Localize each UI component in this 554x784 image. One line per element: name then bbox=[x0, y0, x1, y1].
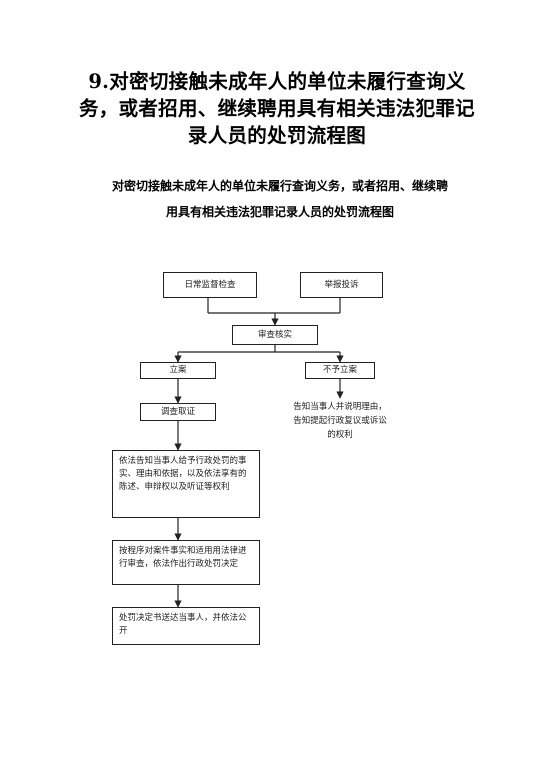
chart-title-line-2: 用具有相关违法犯罪记录人员的处罚流程图 bbox=[165, 205, 394, 219]
node-not-file-case: 不予立案 bbox=[305, 362, 375, 379]
chart-title-line-1: 对密切接触未成年人的单位未履行查询义务，或者招用、继续聘 bbox=[111, 179, 448, 193]
node-review-verify: 审查核实 bbox=[232, 325, 318, 345]
node-file-case: 立案 bbox=[140, 362, 216, 379]
page-title: 9.对密切接触未成年人的单位未履行查询义务，或者招用、继续聘用具有相关违法犯罪记… bbox=[78, 70, 475, 147]
node-deliver-publish: 处罚决定书送达当事人，并依法公开 bbox=[112, 607, 260, 645]
node-notify-explain: 告知当事人并说明理由，告知提起行政复议或诉讼的权利 bbox=[293, 402, 387, 440]
node-daily-inspection: 日常监督检查 bbox=[163, 272, 257, 298]
node-notify-penalty: 依法告知当事人给予行政处罚的事实、理由和依据，以及依法享有的陈述、申辩权以及听证… bbox=[112, 450, 260, 518]
node-report-complaint: 举报投诉 bbox=[300, 272, 383, 298]
node-review-decide: 按程序对案件事实和适用用法律进行审查，依法作出行政处罚决定 bbox=[112, 540, 260, 585]
node-investigate: 调查取证 bbox=[140, 403, 216, 421]
